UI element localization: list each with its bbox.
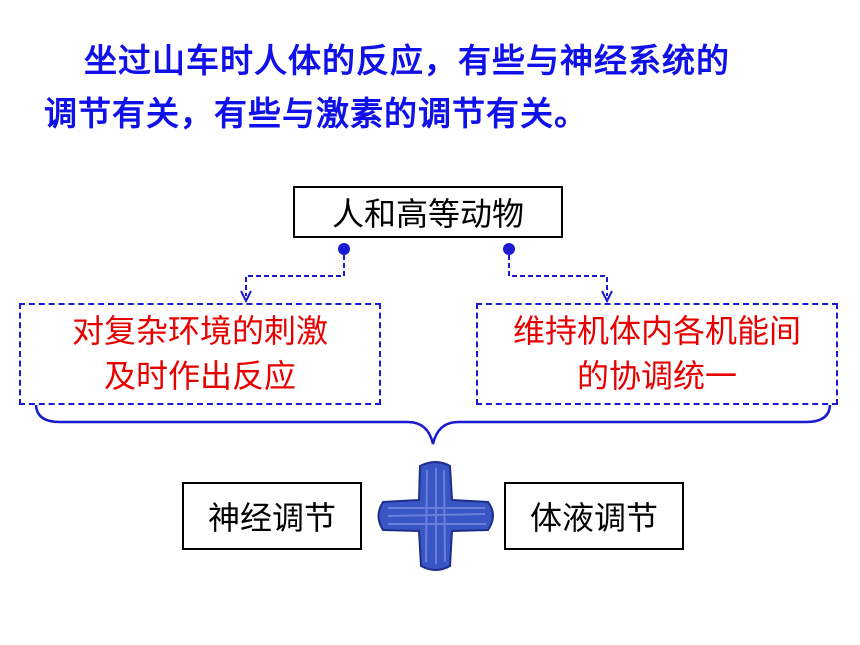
curly-brace [34, 403, 832, 445]
left-arrow-head [240, 290, 252, 304]
right-arrow-head [601, 290, 613, 304]
intro-paragraph: 坐过山车时人体的反应，有些与神经系统的 调节有关，有些与激素的调节有关。 [44, 34, 834, 140]
right-function-line-2: 的协调统一 [576, 357, 737, 395]
intro-line-1: 坐过山车时人体的反应，有些与神经系统的 [84, 41, 730, 80]
left-function-box: 对复杂环境的刺激 及时作出反应 [19, 303, 381, 405]
left-function-line-2: 及时作出反应 [103, 357, 296, 395]
humoral-regulation-box: 体液调节 [504, 482, 684, 550]
left-function-line-1: 对复杂环境的刺激 [71, 312, 328, 350]
root-box: 人和高等动物 [293, 186, 563, 238]
plus-icon [377, 461, 494, 571]
nerve-regulation-box: 神经调节 [182, 482, 362, 550]
right-function-line-1: 维持机体内各机能间 [512, 312, 801, 350]
intro-line-2: 调节有关，有些与激素的调节有关。 [44, 94, 588, 133]
left-connector-line [245, 255, 345, 296]
right-connector-line [508, 255, 608, 296]
left-connector-dot [338, 243, 350, 255]
right-connector-dot [503, 243, 515, 255]
right-function-box: 维持机体内各机能间 的协调统一 [476, 303, 838, 405]
